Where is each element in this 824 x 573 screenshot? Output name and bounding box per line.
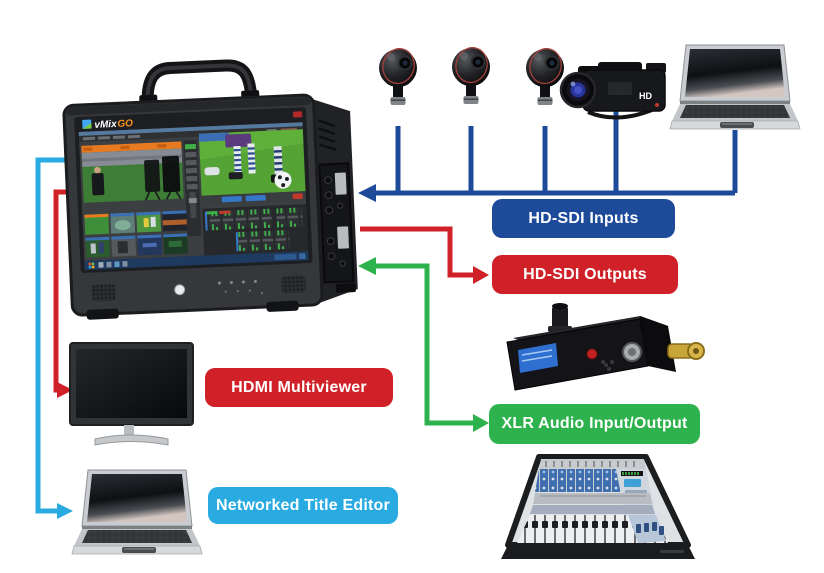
vmix-software-ui [78, 122, 309, 270]
brand-go: GO [117, 118, 133, 130]
label-xlr-audio: XLR Audio Input/Output [489, 404, 700, 444]
windows-taskbar [84, 251, 309, 270]
side-io-panel [311, 98, 358, 303]
brand-vmix: vMix [94, 119, 117, 131]
preview-window [81, 141, 184, 203]
speaker-left [91, 283, 116, 302]
arrowhead-to-laptop [57, 503, 73, 519]
title-editor-line [35, 157, 78, 519]
speaker-right [281, 275, 306, 294]
input-thumbnails [84, 210, 189, 258]
arrowhead-into-unit-green [358, 257, 376, 275]
hd-sdi-output-line [360, 226, 489, 284]
ptz-camera-2 [450, 42, 493, 105]
camcorder: HD [559, 62, 666, 120]
label-networked-title-editor: Networked Title Editor [208, 487, 398, 524]
arrowhead-to-monitor [57, 382, 73, 398]
laptop-title-editor [71, 469, 203, 555]
foot-left [86, 308, 119, 320]
label-hd-sdi-outputs: HD-SDI Outputs [492, 255, 678, 294]
ptz-camera-3 [524, 43, 567, 106]
xlr-audio-line [358, 257, 489, 432]
hdmi-monitor [69, 342, 194, 446]
vmix-go-unit: vMix GO [62, 59, 358, 320]
arrowhead-to-xlr-label [473, 414, 489, 432]
hd-sdi-input-line [358, 108, 738, 202]
vmix-go-logo: vMix GO [82, 111, 303, 131]
label-hdmi-multiviewer: HDMI Multiviewer [205, 368, 393, 407]
arrowhead-into-unit-blue [358, 184, 376, 202]
hd-badge: HD [639, 91, 652, 101]
front-deck [91, 275, 306, 302]
arrowhead-to-outputs-label [473, 266, 489, 284]
laptop-source [669, 44, 801, 130]
audio-mixer [501, 454, 695, 559]
power-button [174, 284, 186, 296]
audio-mixer-panel [202, 204, 309, 256]
program-window [198, 129, 306, 205]
audio-converter [506, 303, 705, 391]
transition-strip [183, 139, 202, 237]
ptz-camera-1 [377, 43, 420, 106]
foot-right [266, 300, 299, 312]
label-hd-sdi-inputs: HD-SDI Inputs [492, 199, 675, 238]
